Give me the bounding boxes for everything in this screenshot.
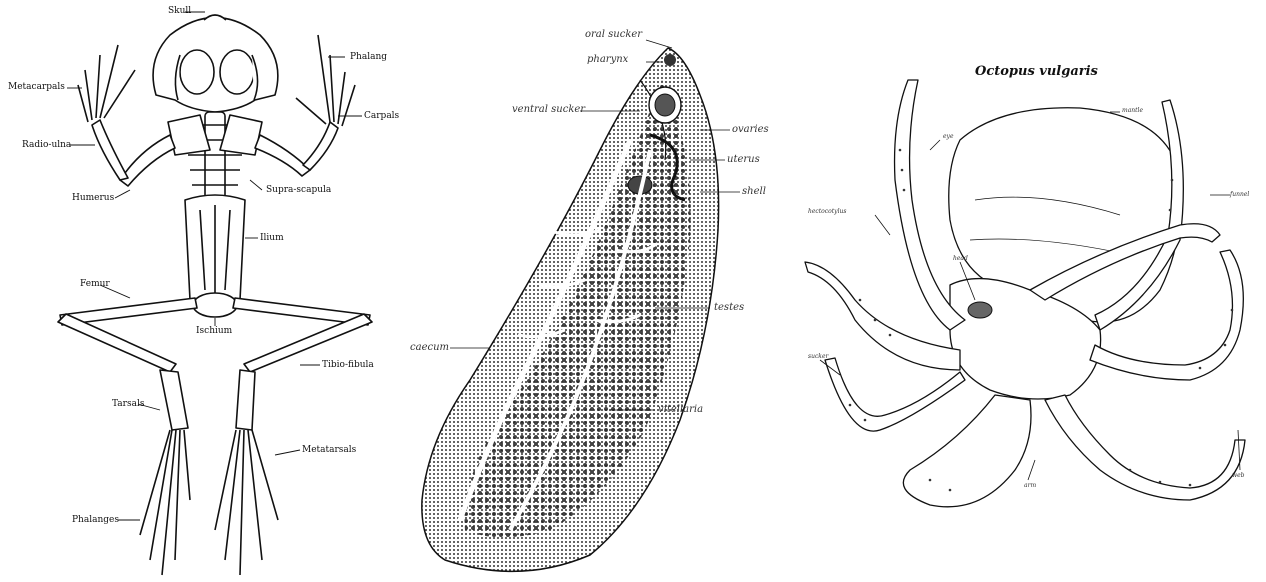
octopus-drawing	[800, 0, 1266, 582]
label-oral-sucker: oral sucker	[585, 29, 642, 40]
label-shell: shell	[742, 186, 766, 197]
label-web: web	[1232, 472, 1245, 479]
label-testes: testes	[714, 302, 744, 313]
fluke-diagram: oral sucker pharynx ventral sucker ovari…	[400, 0, 800, 582]
label-mantle: mantle	[1122, 107, 1143, 114]
label-arm: arm	[1024, 482, 1036, 489]
label-ilium: Ilium	[260, 233, 284, 243]
label-tarsals: Tarsals	[112, 399, 144, 409]
label-phalanges-top: Phalang	[350, 52, 387, 62]
label-vitellaria: vitellaria	[658, 404, 703, 415]
label-supra-scapula: Supra-scapula	[266, 185, 331, 195]
label-hectocotylus: hectocotylus	[808, 208, 846, 215]
label-humerus: Humerus	[72, 193, 114, 203]
label-metacarpals: Metacarpals	[8, 82, 65, 92]
label-eye: eye	[943, 133, 954, 140]
label-tibio-fibula: Tibio-fibula	[322, 360, 374, 370]
label-ischium: Ischium	[196, 326, 232, 336]
label-pharynx: pharynx	[587, 54, 628, 65]
label-head: head	[953, 255, 968, 262]
fluke-drawing	[400, 0, 800, 582]
octopus-diagram: mantle eye funnel hectocotylus head suck…	[800, 0, 1266, 582]
label-skull: Skull	[168, 6, 191, 16]
label-femur: Femur	[80, 279, 110, 289]
label-metatarsals: Metatarsals	[302, 445, 356, 455]
label-sucker: sucker	[808, 353, 828, 360]
label-funnel: funnel	[1230, 191, 1249, 198]
label-radio-ulna: Radio-ulna	[22, 140, 71, 150]
octopus-title: Octopus vulgaris	[975, 64, 1098, 79]
label-caecum: caecum	[410, 342, 449, 353]
label-phalanges-bottom: Phalanges	[72, 515, 119, 525]
label-carpals: Carpals	[364, 111, 399, 121]
label-ovaries: ovaries	[732, 124, 769, 135]
label-uterus: uterus	[727, 154, 760, 165]
frog-skeleton-diagram: Skull Phalang Metacarpals Carpals Radio-…	[0, 0, 400, 582]
label-ventral-sucker: ventral sucker	[512, 104, 585, 115]
